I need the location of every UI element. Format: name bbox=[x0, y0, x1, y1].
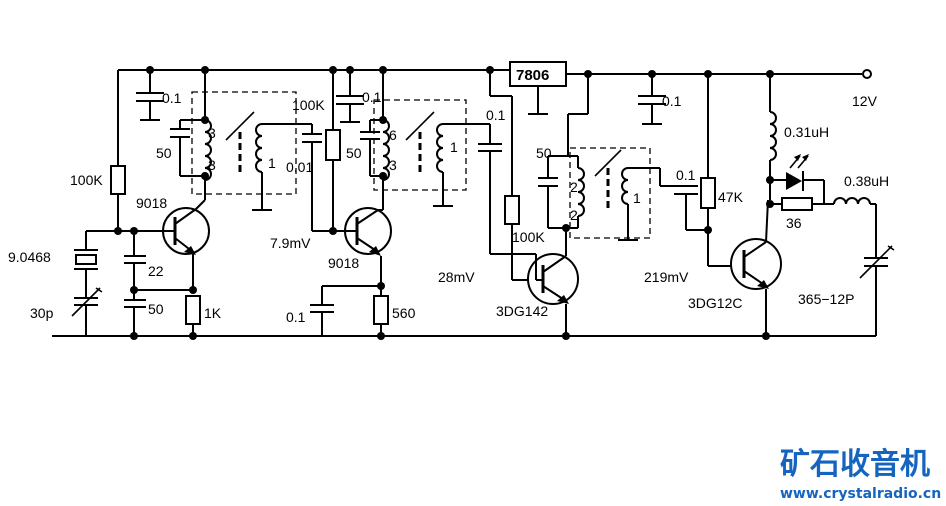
regulator-7806 bbox=[509, 61, 567, 115]
stage-output bbox=[700, 74, 895, 336]
label-v-79: 7.9mV bbox=[270, 235, 311, 251]
positive-rail bbox=[118, 69, 872, 79]
label-coil-2b: 2 bbox=[570, 207, 578, 223]
label-c-01-d: 0.1 bbox=[486, 107, 506, 123]
stage-buffer bbox=[489, 70, 708, 336]
label-c-01-a: 0.1 bbox=[162, 90, 182, 106]
label-r-100k-b: 100K bbox=[292, 97, 325, 113]
label-coil-1c: 1 bbox=[633, 190, 641, 206]
label-c-01-b: 0.1 bbox=[362, 89, 382, 105]
transistor-q4-symbol bbox=[730, 238, 782, 290]
label-q1: 9018 bbox=[136, 195, 167, 211]
label-c-50-c: 50 bbox=[346, 145, 362, 161]
label-crystal: 9.0468 bbox=[8, 249, 51, 265]
label-c-01-f: 0.1 bbox=[676, 167, 696, 183]
label-r-100k-c: 100K bbox=[512, 229, 545, 245]
label-l-031: 0.31uH bbox=[784, 124, 829, 140]
label-r-47k: 47K bbox=[718, 189, 744, 205]
label-coil-2a: 2 bbox=[570, 179, 578, 195]
label-reg: 7806 bbox=[516, 67, 549, 84]
transistor-q3-symbol bbox=[527, 253, 579, 305]
label-r-560: 560 bbox=[392, 305, 416, 321]
label-coil-3a: 3 bbox=[208, 125, 216, 141]
label-l-038: 0.38uH bbox=[844, 173, 889, 189]
watermark-url: www.crystalradio.cn bbox=[780, 486, 941, 502]
label-coil-3c: 3 bbox=[389, 157, 397, 173]
watermark-title: 矿石收音机 bbox=[780, 447, 930, 482]
label-coil-6: 6 bbox=[389, 127, 397, 143]
supply-terminal bbox=[862, 69, 872, 79]
label-c-50-d: 50 bbox=[536, 145, 552, 161]
junction-dots bbox=[114, 66, 774, 340]
label-supply: 12V bbox=[852, 93, 878, 109]
label-c-50-a: 50 bbox=[156, 145, 172, 161]
label-c-01-c: 0.1 bbox=[286, 309, 306, 325]
label-r-36: 36 bbox=[786, 215, 802, 231]
label-q4: 3DG12C bbox=[688, 295, 742, 311]
label-c-01-e: 0.1 bbox=[662, 93, 682, 109]
label-r-1k: 1K bbox=[204, 305, 222, 321]
label-coil-1b: 1 bbox=[450, 139, 458, 155]
label-c-var: 365−12P bbox=[798, 291, 854, 307]
stage-amplifier bbox=[310, 70, 536, 336]
stage-oscillator bbox=[71, 70, 356, 336]
component-labels: 0.1 50 3 3 1 100K 9018 9.0468 22 50 30p … bbox=[8, 67, 889, 325]
label-r-100k-a: 100K bbox=[70, 172, 103, 188]
label-c-22: 22 bbox=[148, 263, 164, 279]
label-c-001: 0.01 bbox=[286, 159, 313, 175]
label-coil-1a: 1 bbox=[268, 155, 276, 171]
label-q2: 9018 bbox=[328, 255, 359, 271]
label-q3: 3DG142 bbox=[496, 303, 548, 319]
label-c-50-b: 50 bbox=[148, 301, 164, 317]
label-v-219: 219mV bbox=[644, 269, 689, 285]
label-v-28: 28mV bbox=[438, 269, 475, 285]
watermark: 矿石收音机 www.crystalradio.cn bbox=[780, 447, 941, 502]
label-coil-3b: 3 bbox=[208, 157, 216, 173]
label-c-30p: 30p bbox=[30, 305, 54, 321]
